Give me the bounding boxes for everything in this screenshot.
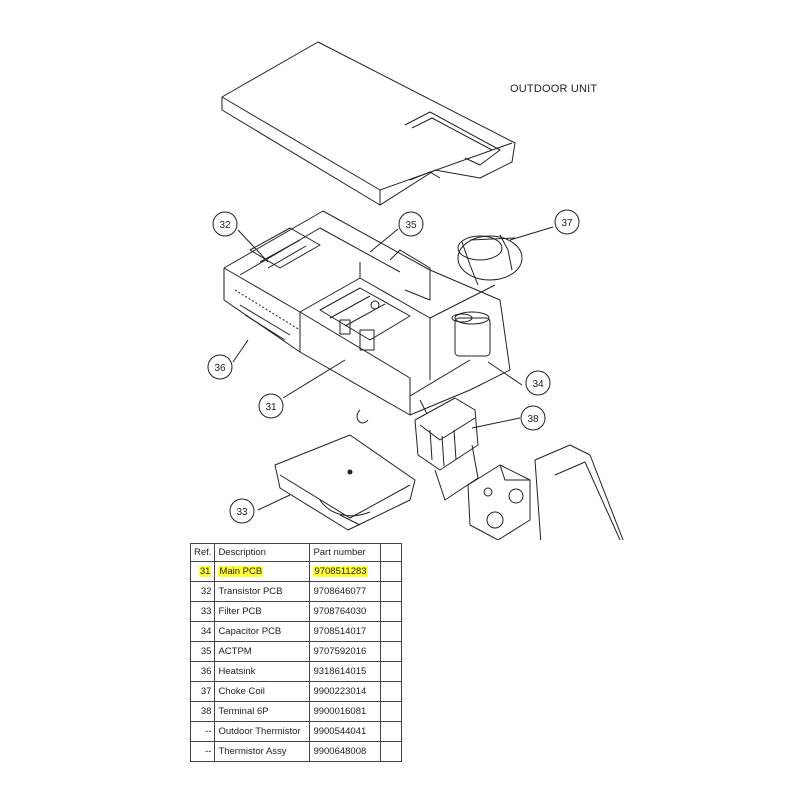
row-description: Terminal 6P [214, 701, 311, 722]
table-row: 32 Transistor PCB 9708646077 [189, 581, 403, 602]
row-description: Choke Coil [214, 681, 311, 702]
table-row: -- Outdoor Thermistor 9900544041 [189, 721, 403, 742]
diagram-title: OUTDOOR UNIT [510, 83, 598, 95]
callout-circle-32 [212, 211, 238, 237]
table-row: 37 Choke Coil 9900223014 [189, 681, 403, 702]
table-row: 36 Heatsink 9318614015 [189, 661, 403, 682]
header-extra [380, 543, 403, 562]
side-cover [534, 444, 624, 540]
callout-label-36: 36 [214, 363, 226, 374]
row-ref: 33 [189, 601, 216, 622]
row-part-number: 9708511283 [313, 566, 368, 577]
table-row: -- Thermistor Assy 9900648008 [189, 741, 403, 762]
header-description: Description [214, 543, 311, 562]
row-ref: -- [189, 721, 216, 742]
parts-table: Ref. Description Part number 31 Main PCB… [189, 543, 403, 762]
callout-circle-38 [520, 405, 546, 431]
row-part-number: 9900223014 [309, 681, 382, 702]
callout-circle-34 [525, 370, 551, 396]
row-part-number: 9318614015 [309, 661, 382, 682]
row-part-number: 9708514017 [309, 621, 382, 642]
callout-circle-33 [229, 498, 255, 524]
row-part-number: 9708764030 [309, 601, 382, 622]
row-ref: 35 [189, 641, 216, 662]
capacitor-bracket [467, 464, 531, 540]
row-ref: 37 [189, 681, 216, 702]
row-ref: 31 [198, 566, 212, 577]
leader-lines [232, 226, 554, 511]
row-description: Outdoor Thermistor [214, 721, 311, 742]
row-description: Filter PCB [214, 601, 311, 622]
callout-label-37: 37 [561, 218, 573, 229]
row-part-number: 9708646077 [309, 581, 382, 602]
row-ref: 32 [189, 581, 216, 602]
row-part-number: 9900648008 [309, 741, 382, 762]
table-row: 33 Filter PCB 9708764030 [189, 601, 403, 622]
callout-label-31: 31 [265, 402, 277, 413]
top-cover [221, 41, 516, 206]
table-row: 31 Main PCB 9708511283 [189, 561, 403, 582]
header-ref: Ref. [189, 543, 216, 562]
callout-label-34: 34 [532, 379, 544, 390]
row-ref: 36 [189, 661, 216, 682]
row-part-number: 9900544041 [309, 721, 382, 742]
row-ref: -- [189, 741, 216, 762]
row-ref: 34 [189, 621, 216, 642]
row-description: Capacitor PCB [214, 621, 311, 642]
row-part-number: 9900016081 [309, 701, 382, 722]
exploded-view-diagram: 32 35 37 36 31 34 38 33 [207, 41, 624, 540]
table-row: 35 ACTPM 9707592016 [189, 641, 403, 662]
callout-label-35: 35 [405, 220, 417, 231]
table-row: 34 Capacitor PCB 9708514017 [189, 621, 403, 642]
callout-label-38: 38 [527, 414, 539, 425]
filter-pcb [274, 434, 416, 531]
header-part-number: Part number [309, 543, 382, 562]
row-description: Transistor PCB [214, 581, 311, 602]
parts-table-header: Ref. Description Part number [189, 543, 403, 562]
callout-circle-35 [398, 211, 424, 237]
table-row: 38 Terminal 6P 9900016081 [189, 701, 403, 722]
row-description: Heatsink [214, 661, 311, 682]
row-description: Thermistor Assy [214, 741, 311, 762]
callout-label-33: 33 [236, 507, 248, 518]
row-description: ACTPM [214, 641, 311, 662]
choke-coil [457, 234, 523, 286]
callout-markers [207, 209, 580, 524]
row-part-number: 9707592016 [309, 641, 382, 662]
callout-circle-37 [554, 209, 580, 235]
callout-circle-31 [258, 393, 284, 419]
row-ref: 38 [189, 701, 216, 722]
terminal-block [414, 397, 479, 501]
callout-circle-36 [207, 354, 233, 380]
callout-label-32: 32 [219, 220, 231, 231]
row-description: Main PCB [218, 566, 264, 577]
main-chassis [223, 210, 511, 424]
